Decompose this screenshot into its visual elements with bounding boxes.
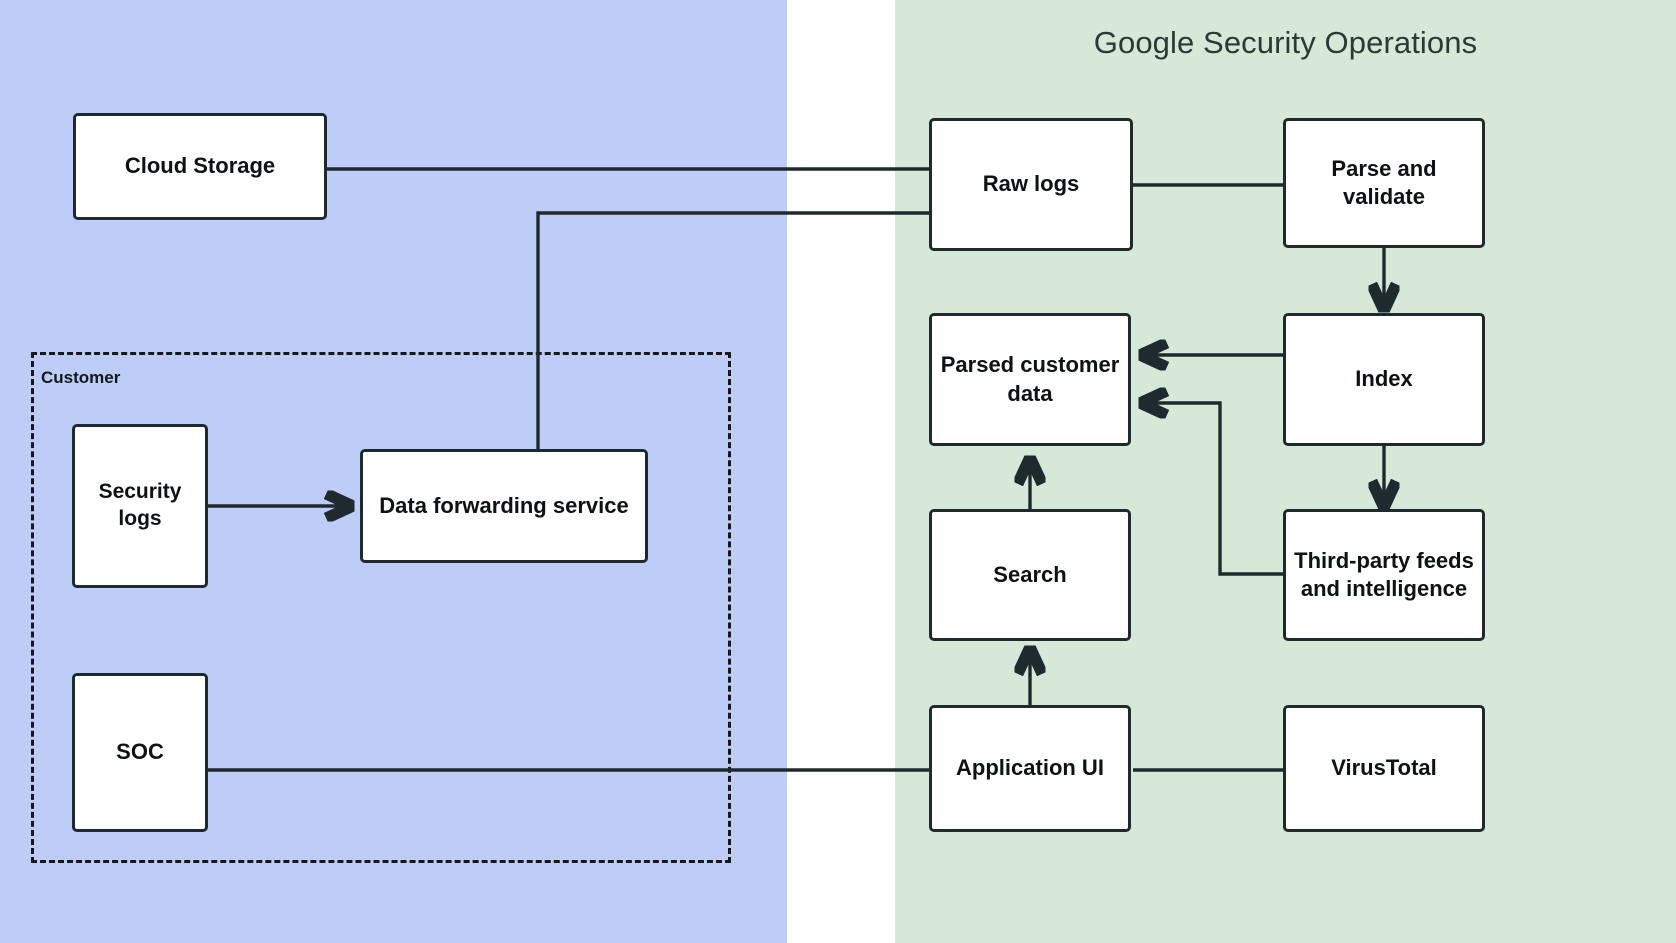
node-raw-logs-label: Raw logs xyxy=(982,171,1080,197)
edge-data-forwarding-to-raw-logs xyxy=(536,213,986,483)
node-parsed-customer-data[interactable]: Parsed customer data xyxy=(929,313,1131,446)
node-index[interactable]: Index xyxy=(1283,313,1485,446)
customer-boundary-label: Customer xyxy=(36,368,126,388)
node-search[interactable]: Search xyxy=(929,509,1131,641)
node-application-ui[interactable]: Application UI xyxy=(929,705,1131,832)
node-application-ui-label: Application UI xyxy=(956,755,1104,781)
node-search-label: Search xyxy=(993,561,1067,587)
node-third-party-feeds-label: Third-party feeds and intelligence xyxy=(1294,547,1474,601)
node-parse-and-validate[interactable]: Parse and validate xyxy=(1283,118,1485,248)
node-parse-and-validate-label: Parse and validate xyxy=(1331,155,1437,209)
node-cloud-storage[interactable]: Cloud Storage xyxy=(73,113,327,220)
node-cloud-storage-label: Cloud Storage xyxy=(124,153,276,179)
node-data-forwarding-service-label: Data forwarding service xyxy=(379,492,629,518)
node-soc[interactable]: SOC xyxy=(72,673,208,832)
node-security-logs[interactable]: Security logs xyxy=(72,424,208,588)
node-third-party-feeds[interactable]: Third-party feeds and intelligence xyxy=(1283,509,1485,641)
node-virustotal-label: VirusTotal xyxy=(1331,755,1437,781)
node-security-logs-label: Security logs xyxy=(98,480,182,530)
node-data-forwarding-service[interactable]: Data forwarding service xyxy=(360,449,648,563)
node-parsed-customer-data-label: Parsed customer data xyxy=(940,352,1120,406)
google-security-operations-title: Google Security Operations xyxy=(1093,25,1478,60)
node-virustotal[interactable]: VirusTotal xyxy=(1283,705,1485,832)
customer-boundary-group xyxy=(31,352,731,863)
node-index-label: Index xyxy=(1355,366,1413,392)
node-raw-logs[interactable]: Raw logs xyxy=(929,118,1133,251)
node-soc-label: SOC xyxy=(116,739,164,765)
